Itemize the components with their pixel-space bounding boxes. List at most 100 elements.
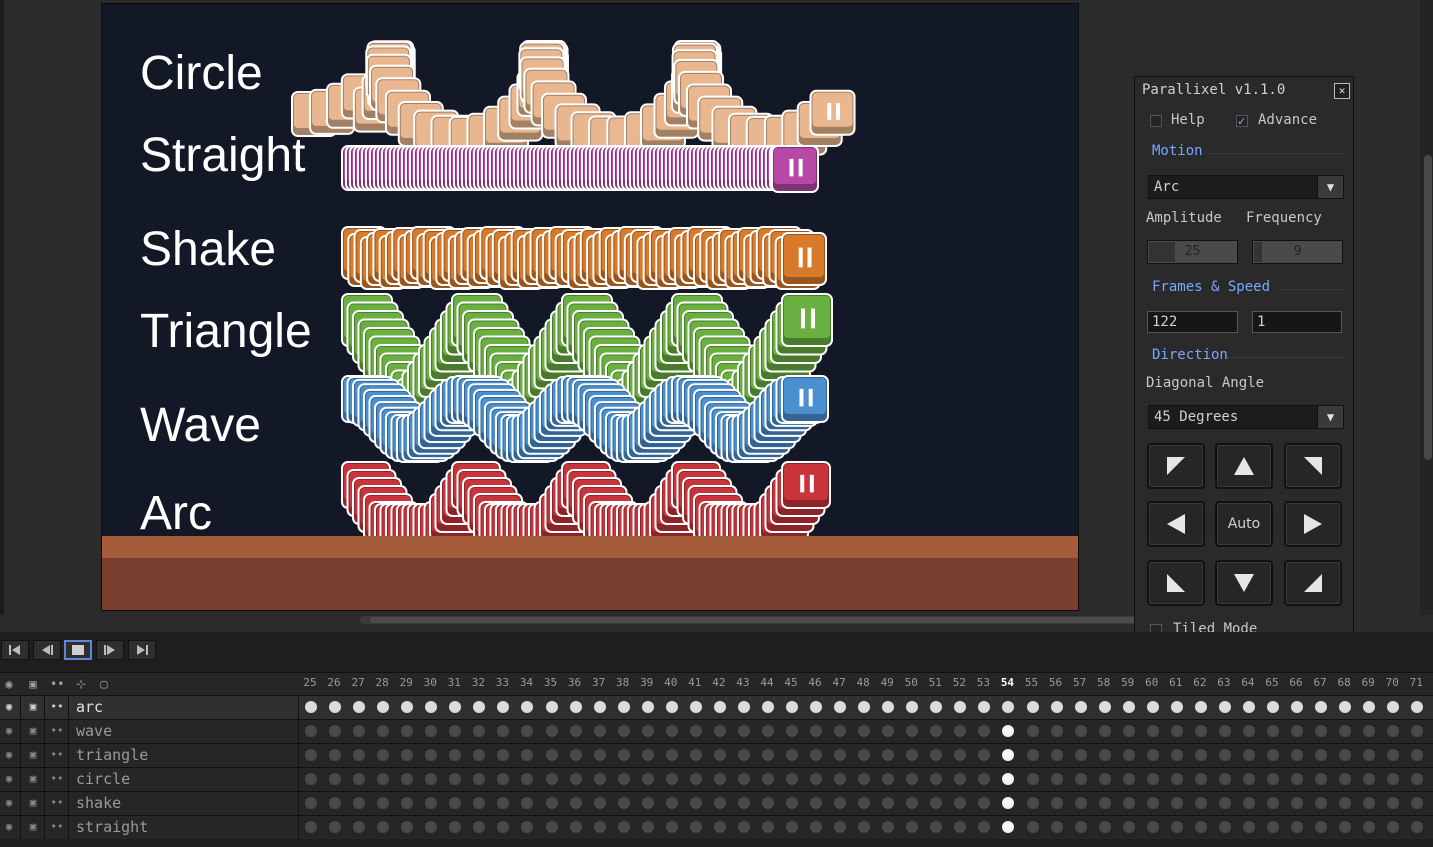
- cel[interactable]: [858, 773, 871, 785]
- cel[interactable]: [978, 701, 991, 713]
- cel[interactable]: [810, 773, 823, 785]
- cel[interactable]: [810, 797, 823, 809]
- cel[interactable]: [425, 701, 438, 713]
- link-icon[interactable]: ⊹: [75, 677, 87, 691]
- cel[interactable]: [521, 749, 534, 761]
- cel[interactable]: [1315, 749, 1328, 761]
- cel[interactable]: [906, 749, 919, 761]
- cel[interactable]: [954, 701, 967, 713]
- cel[interactable]: [377, 725, 390, 737]
- frame-number[interactable]: 41: [688, 676, 702, 689]
- cel[interactable]: [425, 797, 438, 809]
- next-frame-button[interactable]: [96, 640, 124, 660]
- cel[interactable]: [882, 749, 895, 761]
- cel[interactable]: [641, 701, 654, 713]
- eye-icon[interactable]: ◉: [5, 677, 13, 691]
- cel[interactable]: [761, 701, 774, 713]
- direction-auto-button[interactable]: Auto: [1215, 501, 1273, 547]
- cel[interactable]: [497, 725, 510, 737]
- cel[interactable]: [1242, 701, 1255, 713]
- play-stop-button[interactable]: [64, 640, 92, 660]
- prev-frame-button[interactable]: [33, 640, 61, 660]
- cel[interactable]: [1170, 749, 1183, 761]
- cel[interactable]: [713, 701, 726, 713]
- cel[interactable]: [786, 797, 798, 809]
- cel[interactable]: [425, 749, 438, 761]
- frame-number[interactable]: 70: [1385, 676, 1399, 689]
- cel[interactable]: [569, 749, 582, 761]
- cel[interactable]: [617, 773, 630, 785]
- motion-dropdown[interactable]: Arc ▼: [1148, 175, 1344, 199]
- cel[interactable]: [305, 773, 317, 785]
- cel[interactable]: [713, 821, 726, 833]
- cel[interactable]: [1098, 725, 1111, 737]
- frame-number[interactable]: 67: [1313, 676, 1327, 689]
- cel[interactable]: [497, 821, 510, 833]
- cel[interactable]: [689, 749, 702, 761]
- cel[interactable]: [761, 725, 774, 737]
- cel[interactable]: [1194, 725, 1207, 737]
- cel[interactable]: [737, 701, 750, 713]
- frame-number[interactable]: 44: [760, 676, 774, 689]
- cel[interactable]: [377, 701, 390, 713]
- cel[interactable]: [737, 797, 750, 809]
- cel[interactable]: [1339, 797, 1352, 809]
- frame-number[interactable]: 46: [808, 676, 822, 689]
- cel[interactable]: [569, 725, 582, 737]
- cel[interactable]: [1411, 749, 1424, 761]
- cel[interactable]: [497, 773, 510, 785]
- cel[interactable]: [1146, 773, 1159, 785]
- cel[interactable]: [329, 821, 342, 833]
- cel[interactable]: [1050, 797, 1063, 809]
- frame-number[interactable]: 58: [1097, 676, 1111, 689]
- cel[interactable]: [545, 701, 558, 713]
- cel[interactable]: [882, 701, 895, 713]
- cel[interactable]: [1074, 821, 1087, 833]
- frame-number[interactable]: 47: [832, 676, 846, 689]
- frame-number[interactable]: 35: [543, 676, 558, 689]
- frame-number[interactable]: 68: [1337, 676, 1351, 689]
- frame-number[interactable]: 45: [784, 676, 798, 689]
- cel[interactable]: [545, 725, 558, 737]
- cel[interactable]: [1387, 749, 1400, 761]
- frame-number[interactable]: 71: [1409, 676, 1423, 689]
- cel[interactable]: [834, 821, 847, 833]
- cel[interactable]: [978, 773, 991, 785]
- frame-number[interactable]: 25: [303, 676, 317, 689]
- cel[interactable]: [1050, 821, 1063, 833]
- cel[interactable]: [858, 701, 871, 713]
- cel[interactable]: [1267, 725, 1279, 737]
- cel[interactable]: [906, 725, 919, 737]
- frame-number[interactable]: 28: [375, 676, 389, 689]
- cel[interactable]: [786, 725, 798, 737]
- cel[interactable]: [1315, 773, 1328, 785]
- cel[interactable]: [1339, 821, 1352, 833]
- cel[interactable]: [665, 701, 678, 713]
- cel[interactable]: [1267, 749, 1279, 761]
- cel[interactable]: [401, 725, 414, 737]
- chevron-down-icon[interactable]: ▼: [1317, 406, 1343, 428]
- cel[interactable]: [473, 773, 486, 785]
- eye-icon[interactable]: ◉: [5, 700, 13, 713]
- cel[interactable]: [449, 821, 462, 833]
- cel[interactable]: [1050, 725, 1063, 737]
- cel[interactable]: [1002, 725, 1015, 737]
- cel[interactable]: [521, 773, 534, 785]
- cel[interactable]: [906, 797, 919, 809]
- continuous-icon[interactable]: ••: [50, 700, 64, 713]
- cel[interactable]: [858, 749, 871, 761]
- cel[interactable]: [1315, 701, 1328, 713]
- cel[interactable]: [305, 821, 317, 833]
- continuous-icon[interactable]: ••: [50, 796, 64, 809]
- cel[interactable]: [1026, 773, 1039, 785]
- cel[interactable]: [737, 725, 750, 737]
- cel[interactable]: [1194, 773, 1207, 785]
- cel[interactable]: [954, 773, 967, 785]
- frame-number[interactable]: 65: [1265, 676, 1279, 689]
- cel[interactable]: [1291, 797, 1304, 809]
- cel[interactable]: [1026, 701, 1039, 713]
- cel[interactable]: [1363, 797, 1376, 809]
- eye-icon[interactable]: ◉: [5, 820, 13, 833]
- continuous-icon[interactable]: ••: [50, 724, 64, 737]
- cel[interactable]: [497, 749, 510, 761]
